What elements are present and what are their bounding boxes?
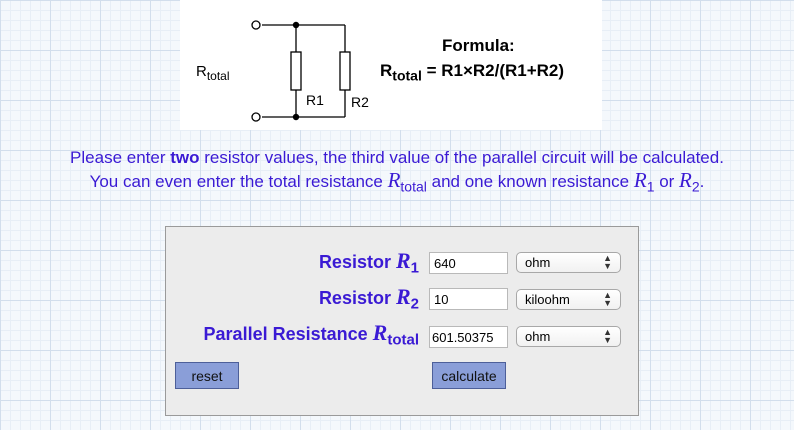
resistor-r1-unit-select[interactable]: ohm ▲▼ bbox=[516, 252, 621, 273]
instructions-line-1: Please enter two resistor values, the th… bbox=[70, 148, 724, 167]
top-terminal bbox=[251, 20, 261, 30]
formula-expression: Rtotal = R1×R2/(R1+R2) bbox=[380, 61, 565, 84]
parallel-resistance-input[interactable] bbox=[429, 326, 508, 348]
diagram-r1-label: R1 bbox=[306, 92, 324, 108]
resistor-r2-unit-select[interactable]: kiloohm ▲▼ bbox=[516, 289, 621, 310]
updown-arrows-icon: ▲▼ bbox=[603, 290, 612, 308]
bottom-junction bbox=[292, 113, 300, 121]
parallel-resistance-unit-value: ohm bbox=[525, 329, 551, 344]
resistor-r1-unit-value: ohm bbox=[525, 255, 551, 270]
resistor-r1-symbol bbox=[290, 51, 302, 91]
instructions: Please enter two resistor values, the th… bbox=[0, 146, 794, 198]
calculate-button[interactable]: calculate bbox=[432, 362, 506, 389]
bottom-terminal bbox=[251, 112, 261, 122]
resistor-r1-label: Resistor R1 bbox=[318, 248, 419, 277]
reset-button[interactable]: reset bbox=[175, 362, 239, 389]
parallel-circuit-diagram bbox=[251, 20, 351, 122]
instructions-line-2: You can even enter the total resistance … bbox=[89, 168, 705, 195]
updown-arrows-icon: ▲▼ bbox=[603, 327, 612, 345]
resistor-r2-input[interactable] bbox=[429, 288, 508, 310]
diagram-rtotal-label: Rtotal bbox=[196, 63, 230, 83]
resistor-r2-unit-value: kiloohm bbox=[525, 292, 570, 307]
resistor-r2-symbol bbox=[339, 51, 351, 91]
resistor-r1-input[interactable] bbox=[429, 252, 508, 274]
parallel-resistance-label: Parallel Resistance Rtotal bbox=[203, 320, 419, 349]
top-junction bbox=[292, 21, 300, 29]
formula-header-panel bbox=[180, 0, 602, 130]
formula-title: Formula: bbox=[442, 36, 515, 55]
diagram-r2-label: R2 bbox=[351, 94, 369, 110]
resistor-r2-label: Resistor R2 bbox=[318, 284, 419, 313]
updown-arrows-icon: ▲▼ bbox=[603, 253, 612, 271]
parallel-resistance-unit-select[interactable]: ohm ▲▼ bbox=[516, 326, 621, 347]
